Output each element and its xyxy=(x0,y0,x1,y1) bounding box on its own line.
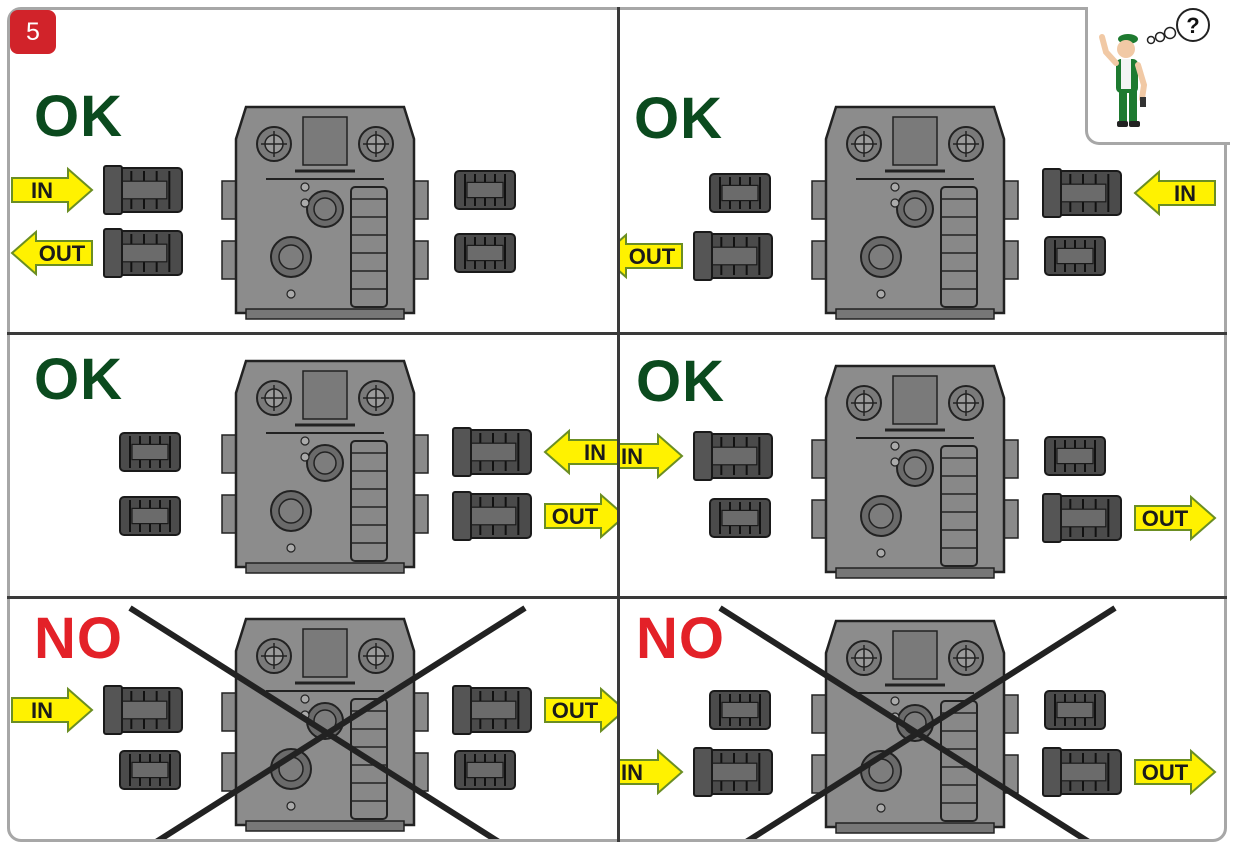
out-label: OUT xyxy=(552,504,599,529)
out-label: OUT xyxy=(1142,760,1189,785)
panel-illustration: IN OUT xyxy=(620,605,1217,839)
cable-fitting-right-top xyxy=(1042,168,1122,218)
step-number-badge: 5 xyxy=(10,10,56,54)
in-label: IN xyxy=(621,760,643,785)
junction-box xyxy=(221,105,429,320)
cable-fitting-left-bottom xyxy=(119,750,181,790)
verdict-ok: OK xyxy=(34,84,123,149)
panel-bottom-right: IN OUT NO xyxy=(620,600,1224,839)
cable-fitting-right-bottom xyxy=(454,750,516,790)
cable-fitting-left-top xyxy=(709,690,771,730)
help-corner: ? xyxy=(1085,7,1230,145)
verdict-no: NO xyxy=(34,606,123,671)
panel-illustration: IN OUT xyxy=(119,359,617,574)
cross-out-mark xyxy=(128,605,527,839)
panel-illustration: IN OUT xyxy=(620,364,1217,579)
out-arrow: OUT xyxy=(1134,748,1217,796)
junction-box xyxy=(811,619,1019,834)
cable-fitting-left-bottom xyxy=(693,231,773,281)
panel-illustration: IN OUT xyxy=(10,105,516,320)
in-label: IN xyxy=(584,440,606,465)
verdict-no: NO xyxy=(636,606,725,671)
panel-middle-left: IN OUT OK xyxy=(10,336,617,596)
out-label: OUT xyxy=(629,244,676,269)
cable-fitting-right-top xyxy=(454,170,516,210)
vertical-divider xyxy=(617,7,620,842)
in-arrow: IN xyxy=(11,686,94,734)
panel-illustration: IN OUT xyxy=(11,605,617,839)
in-arrow: IN xyxy=(620,432,684,480)
cable-fitting-right-bottom xyxy=(1042,747,1122,797)
cross-out-mark xyxy=(718,605,1117,839)
cable-fitting-left-top xyxy=(693,431,773,481)
out-label: OUT xyxy=(1142,506,1189,531)
cable-fitting-right-top xyxy=(1044,436,1106,476)
cable-fitting-right-bottom xyxy=(454,233,516,273)
in-arrow: IN xyxy=(1133,169,1216,217)
cable-fitting-left-bottom xyxy=(119,496,181,536)
horizontal-divider-2 xyxy=(7,596,1227,599)
out-label: OUT xyxy=(552,698,599,723)
in-label: IN xyxy=(1174,181,1196,206)
in-arrow: IN xyxy=(543,428,617,476)
panel-top-left: IN OUT OK xyxy=(10,10,617,332)
cable-fitting-left-top xyxy=(119,432,181,472)
in-arrow: IN xyxy=(11,166,94,214)
cable-fitting-left-bottom xyxy=(709,498,771,538)
cable-fitting-right-top xyxy=(452,427,532,477)
panel-middle-right: IN OUT OK xyxy=(620,336,1224,596)
question-mark: ? xyxy=(1186,13,1199,38)
panel-top-right: IN OUT OK xyxy=(620,10,1224,332)
in-arrow: IN xyxy=(620,748,684,796)
in-label: IN xyxy=(31,178,53,203)
cable-fitting-right-top xyxy=(452,685,532,735)
out-label: OUT xyxy=(39,241,86,266)
cable-fitting-right-bottom xyxy=(1044,236,1106,276)
verdict-ok: OK xyxy=(636,349,725,414)
cable-fitting-left-bottom xyxy=(693,747,773,797)
cable-fitting-right-bottom xyxy=(452,491,532,541)
verdict-ok: OK xyxy=(34,347,123,412)
out-arrow: OUT xyxy=(1134,494,1217,542)
horizontal-divider-1 xyxy=(7,332,1227,335)
junction-box xyxy=(221,359,429,574)
junction-box xyxy=(811,364,1019,579)
cable-fitting-right-top xyxy=(1044,690,1106,730)
out-arrow: OUT xyxy=(620,232,683,280)
panel-illustration: IN OUT xyxy=(620,105,1216,320)
cable-fitting-left-bottom xyxy=(103,228,183,278)
junction-box xyxy=(811,105,1019,320)
junction-box xyxy=(221,617,429,832)
in-label: IN xyxy=(31,698,53,723)
cable-fitting-right-bottom xyxy=(1042,493,1122,543)
panel-bottom-left: IN OUT NO xyxy=(10,600,617,839)
out-arrow: OUT xyxy=(10,229,93,277)
cable-fitting-left-top xyxy=(103,165,183,215)
thinking-worker-question-icon: ? xyxy=(1099,8,1210,127)
out-arrow: OUT xyxy=(544,492,617,540)
cable-fitting-left-top xyxy=(103,685,183,735)
cable-fitting-left-top xyxy=(709,173,771,213)
out-arrow: OUT xyxy=(544,686,617,734)
in-label: IN xyxy=(621,444,643,469)
verdict-ok: OK xyxy=(634,86,723,151)
